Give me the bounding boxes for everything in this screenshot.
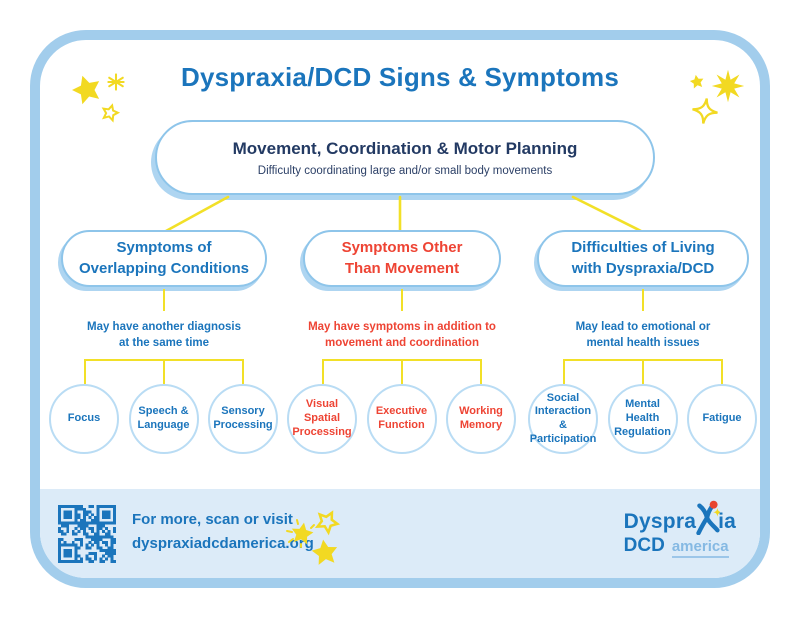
logo: Dyspra ia DCD amer	[624, 499, 736, 558]
symptom-circle: Sensory Processing	[208, 384, 278, 454]
branch-note: May have symptoms in addition to movemen…	[308, 321, 496, 350]
branch-overlapping-conditions: Symptoms of Overlapping Conditions May h…	[49, 230, 279, 454]
connector-line	[641, 289, 645, 311]
symptom-circle: Visual Spatial Processing	[287, 384, 357, 454]
symptom-circle: Working Memory	[446, 384, 516, 454]
main-box: Movement, Coordination & Motor Planning …	[155, 120, 655, 195]
connector-bracket	[84, 359, 244, 384]
branch-box: Difficulties of Living with Dyspraxia/DC…	[537, 230, 749, 287]
main-box-title: Movement, Coordination & Motor Planning	[232, 138, 578, 158]
symptom-circles: Social Interaction & Participation Menta…	[528, 384, 757, 454]
connector-lines	[164, 195, 643, 233]
branch-label: Symptoms Other Than Movement	[341, 239, 463, 277]
symptom-circle: Executive Function	[366, 384, 437, 454]
scan-text: For more, scan or visit dyspraxiadcdamer…	[132, 508, 314, 556]
symptom-circle: Social Interaction & Participation	[528, 384, 598, 454]
connector-line	[162, 289, 166, 311]
leaping-person-icon	[696, 500, 721, 535]
branch-label: Symptoms of Overlapping Conditions	[78, 239, 249, 277]
qr-code-icon	[58, 505, 117, 564]
logo-subline: DCD america	[623, 535, 729, 558]
symptom-circles: Focus Speech & Language Sensory Processi…	[49, 384, 278, 454]
footer: For more, scan or visit dyspraxiadcdamer…	[40, 489, 760, 578]
star-icon	[286, 506, 343, 566]
symptom-circles: Visual Spatial Processing Executive Func…	[287, 384, 516, 454]
connector-bracket	[563, 359, 723, 384]
branch-note: May lead to emotional or mental health i…	[575, 321, 711, 350]
branch-box: Symptoms Other Than Movement	[303, 230, 501, 287]
scan-text-line1: For more, scan or visit	[132, 511, 293, 528]
website-link[interactable]: dyspraxiadcdamerica.org	[132, 535, 314, 552]
card: Dyspraxia/DCD Signs & Symptoms Movement,…	[30, 30, 770, 588]
symptom-circle: Fatigue	[687, 384, 757, 454]
symptom-circle: Speech & Language	[128, 384, 199, 454]
branch-label: Difficulties of Living with Dyspraxia/DC…	[571, 239, 715, 277]
logo-wordmark: Dyspra ia	[624, 499, 736, 535]
symptom-circle: Mental Health Regulation	[607, 384, 678, 454]
page-title: Dyspraxia/DCD Signs & Symptoms	[180, 62, 619, 92]
branch-other-than-movement: Symptoms Other Than Movement May have sy…	[287, 230, 517, 454]
branch-note: May have another diagnosis at the same t…	[86, 321, 241, 350]
branch-difficulties-of-living: Difficulties of Living with Dyspraxia/DC…	[528, 230, 758, 454]
connector-bracket	[322, 359, 482, 384]
main-box-subtitle: Difficulty coordinating large and/or sma…	[257, 164, 553, 177]
connector-line	[400, 289, 404, 311]
symptom-circle: Focus	[49, 384, 119, 454]
branch-box: Symptoms of Overlapping Conditions	[61, 230, 267, 287]
